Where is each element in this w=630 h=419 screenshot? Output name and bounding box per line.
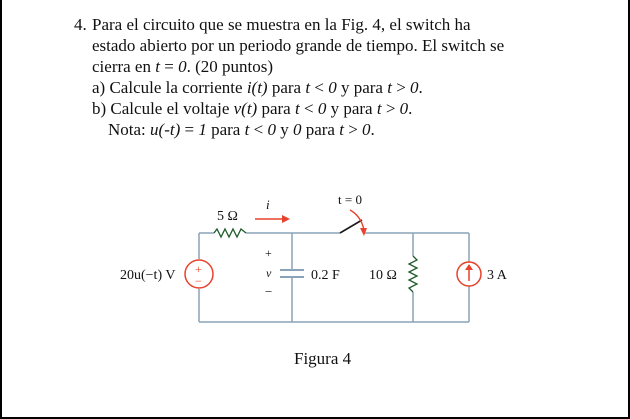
problem-line-3: cierra en t = 0. (20 puntos) [92, 57, 273, 76]
current-source-label: 3 A [487, 268, 508, 283]
current-arrow-head [282, 215, 290, 223]
frame-right-border [628, 0, 630, 419]
switch-label: t = 0 [338, 192, 362, 207]
resistor-10ohm [407, 255, 419, 293]
frame-bottom-border [0, 417, 630, 419]
part-a: a) Calcule la corriente i(t) para t < 0 … [92, 78, 423, 97]
frame-left-border [0, 0, 2, 419]
current-source-arrow-head [465, 264, 473, 270]
switch-blade [339, 219, 363, 234]
cap-minus: − [265, 284, 272, 299]
note-line: Nota: u(-t) = 1 para t < 0 y 0 para t > … [108, 120, 375, 139]
switch-arc [349, 209, 365, 231]
resistor-5ohm-label: 5 Ω [217, 209, 238, 224]
switch-arc-head [360, 228, 367, 236]
cap-voltage-label: v [266, 266, 272, 280]
current-label: i [266, 197, 270, 212]
problem-number: 4. [74, 15, 87, 34]
problem-line-1: 4. Para el circuito que se muestra en la… [74, 15, 471, 34]
circuit-wires [198, 232, 470, 323]
figure-caption: Figura 4 [294, 349, 352, 368]
cap-plus: + [265, 246, 272, 260]
problem-text: 4. Para el circuito que se muestra en la… [74, 14, 566, 140]
voltage-source-minus: − [195, 274, 202, 288]
capacitor-label: 0.2 F [311, 268, 340, 283]
voltage-source-label: 20u(−t) V [120, 268, 175, 283]
resistor-5ohm [213, 227, 247, 239]
problem-line-2: estado abierto por un periodo grande de … [92, 36, 505, 55]
part-b: b) Calcule el voltaje v(t) para t < 0 y … [92, 99, 413, 118]
voltage-source [184, 259, 214, 289]
voltage-source-plus: + [195, 262, 202, 276]
resistor-10ohm-label: 10 Ω [369, 268, 397, 283]
